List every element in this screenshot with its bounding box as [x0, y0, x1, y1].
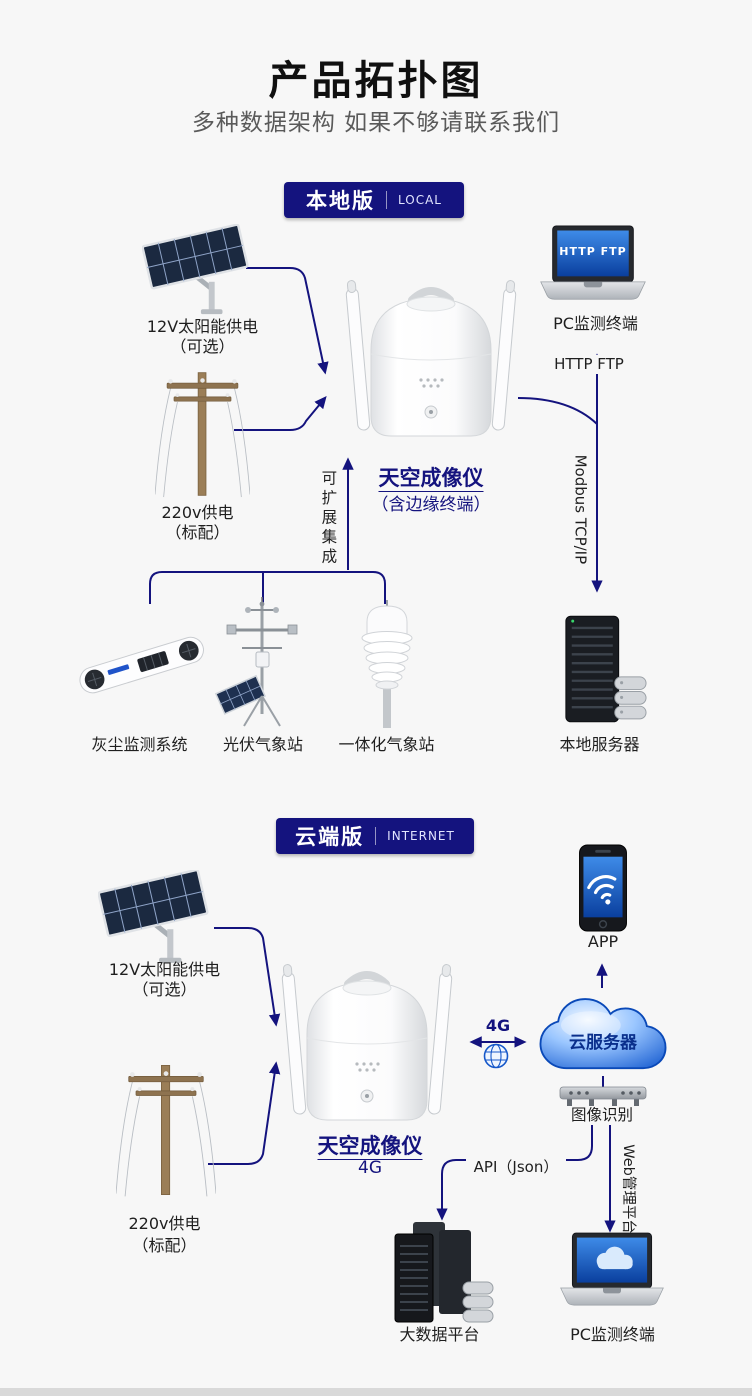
sensor-label: 灰尘监测系统 — [91, 735, 188, 754]
local-server-icon — [560, 614, 648, 726]
device-title-text: 天空成像仪 — [378, 466, 484, 490]
badge-divider — [375, 827, 377, 845]
smartphone-icon — [577, 844, 629, 932]
4g-link-label: 4G — [485, 1016, 511, 1035]
local-badge-label: 本地版 — [306, 189, 375, 213]
page-subtitle: 多种数据架构 如果不够请联系我们 — [191, 110, 561, 136]
globe-icon — [482, 1042, 510, 1070]
sensor-label: 光伏气象站 — [222, 735, 303, 754]
big-data-platform-icon — [385, 1220, 495, 1324]
power-pole-icon — [155, 364, 250, 504]
pc-terminal-label: PC监测终端 — [553, 314, 638, 333]
device-title: 天空成像仪 — [341, 462, 521, 492]
laptop-icon — [538, 225, 648, 302]
cloud-badge-label: 云端版 — [295, 825, 365, 849]
power-pole-icon — [116, 1050, 216, 1210]
power-label-line2: （标配） — [165, 523, 230, 542]
local-badge-tag: LOCAL — [398, 193, 442, 207]
device-title-text: 天空成像仪 — [317, 1134, 423, 1158]
device-subtitle: 4G — [358, 1158, 382, 1178]
sky-imager-icon — [272, 944, 462, 1144]
local-server-label: 本地服务器 — [559, 735, 640, 754]
image-recognition-hub-icon — [559, 1086, 647, 1107]
api-json-link-label: API（Json） — [466, 1158, 566, 1177]
solar-label-line2: （可选） — [132, 980, 197, 999]
local-version-badge: 本地版 LOCAL — [284, 182, 464, 218]
solar-panel-icon — [98, 870, 210, 964]
cloud-badge-tag: INTERNET — [387, 829, 455, 843]
solar-label-line1: 12V太阳能供电 — [146, 317, 259, 336]
integrated-weather-station-icon — [342, 598, 432, 732]
solar-label-line2: （可选） — [170, 337, 235, 356]
bottom-strip — [0, 1388, 752, 1396]
laptop-icon — [558, 1232, 666, 1308]
laptop-screen-text: HTTP FTP — [559, 245, 627, 258]
web-platform-link-label: Web管理平台 — [620, 1144, 637, 1234]
pv-weather-station-icon — [212, 596, 312, 732]
dust-monitor-icon — [78, 610, 206, 722]
power-label-line2: （标配） — [132, 1236, 197, 1255]
device-title: 天空成像仪 — [280, 1130, 460, 1160]
big-data-platform-label: 大数据平台 — [399, 1325, 480, 1344]
power-label-line1: 220v供电 — [128, 1214, 201, 1233]
page-title: 产品拓扑图 — [268, 58, 484, 104]
app-label: APP — [587, 932, 619, 951]
power-label-line1: 220v供电 — [161, 503, 234, 522]
badge-divider — [386, 191, 387, 209]
http-ftp-link-label: HTTP FTP — [534, 355, 644, 374]
device-subtitle: （含边缘终端） — [371, 495, 491, 515]
image-recognition-label: 图像识别 — [550, 1106, 654, 1126]
expand-link-label: 可扩展集成 — [319, 470, 338, 568]
cloud-server-icon — [532, 986, 674, 1084]
sky-imager-icon — [336, 260, 526, 460]
solar-panel-icon — [142, 224, 250, 316]
sensor-label: 一体化气象站 — [338, 735, 435, 754]
cloud-server-label: 云服务器 — [569, 1033, 637, 1053]
pc-terminal-label: PC监测终端 — [570, 1325, 655, 1344]
solar-label-line1: 12V太阳能供电 — [108, 960, 221, 979]
modbus-link-label: Modbus TCP/IP — [571, 454, 590, 565]
cloud-version-badge: 云端版 INTERNET — [276, 818, 474, 854]
